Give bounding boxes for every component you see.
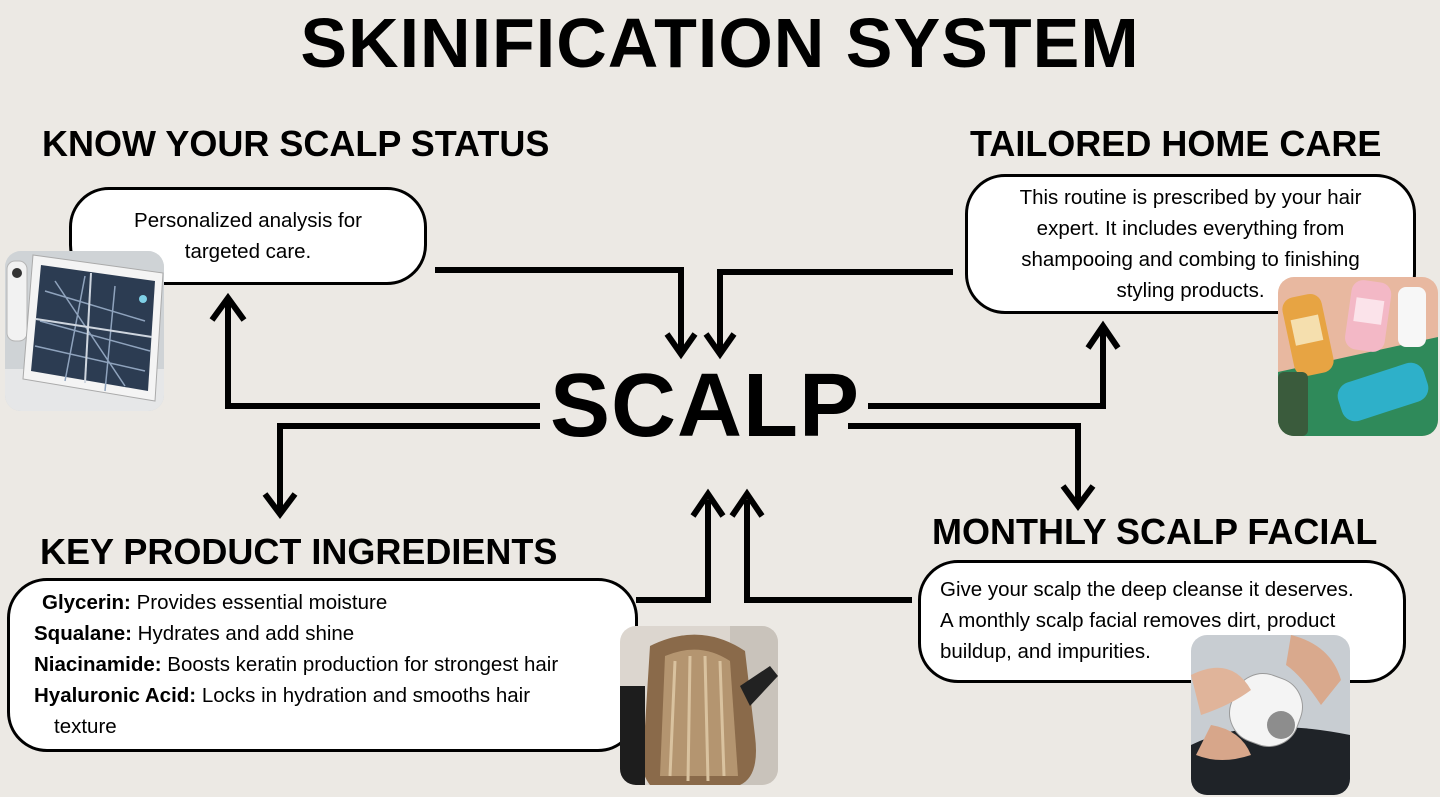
arrow-ingredients-to-scalp [636, 500, 711, 603]
arrowhead [703, 332, 737, 360]
hair-products-image [1278, 277, 1438, 436]
homecare-heading: TAILORED HOME CARE [970, 123, 1382, 164]
facial-text-line: A monthly scalp facial removes dirt, pro… [940, 609, 1336, 632]
arrow-scalp-to-homecare [868, 330, 1106, 409]
ingredient-item: Niacinamide: Boosts keratin production f… [34, 653, 559, 676]
arrowhead [664, 332, 698, 360]
long-hair-image [620, 626, 778, 785]
arrowhead [729, 488, 765, 518]
arrow-facial-to-scalp [744, 500, 912, 603]
status-text-line: Personalized analysis for [134, 209, 362, 232]
arrow-status-to-scalp [435, 267, 684, 350]
homecare-bubble: This routine is prescribed by your hair … [965, 174, 1416, 314]
scalp-analysis-device-image [5, 251, 164, 411]
ingredient-item: Hyaluronic Acid: Locks in hydration and … [34, 684, 531, 707]
arrowhead [1085, 320, 1121, 350]
homecare-text-line: styling products. [1116, 279, 1265, 302]
ingredients-heading: KEY PRODUCT INGREDIENTS [40, 531, 558, 572]
homecare-text-line: expert. It includes everything from [1036, 217, 1345, 240]
facial-text-line: Give your scalp the deep cleanse it dese… [940, 578, 1354, 601]
arrow-scalp-to-ingredients [277, 423, 540, 510]
facial-text-line: buildup, and impurities. [940, 640, 1151, 663]
arrow-scalp-to-facial [848, 423, 1081, 502]
ingredients-bubble: Glycerin: Provides essential moisture Sq… [7, 578, 638, 752]
center-label: SCALP [549, 356, 861, 456]
arrow-scalp-to-status [225, 302, 540, 409]
facial-heading: MONTHLY SCALP FACIAL [932, 511, 1378, 552]
arrowhead [209, 292, 247, 322]
arrowhead [262, 492, 298, 519]
homecare-text-line: This routine is prescribed by your hair [1019, 186, 1362, 209]
arrowhead [1060, 484, 1096, 511]
homecare-text-line: shampooing and combing to finishing [1021, 248, 1360, 271]
status-text-line: targeted care. [184, 240, 312, 263]
arrow-homecare-to-scalp [717, 269, 953, 350]
page-title: SKINIFICATION SYSTEM [300, 4, 1140, 82]
ingredient-item: Squalane: Hydrates and add shine [34, 622, 355, 645]
ingredient-continuation: texture [54, 715, 117, 738]
status-heading: KNOW YOUR SCALP STATUS [42, 123, 550, 164]
ingredient-item: Glycerin: Provides essential moisture [42, 591, 388, 614]
scalp-facial-image [1191, 635, 1350, 795]
arrowhead [690, 488, 726, 518]
